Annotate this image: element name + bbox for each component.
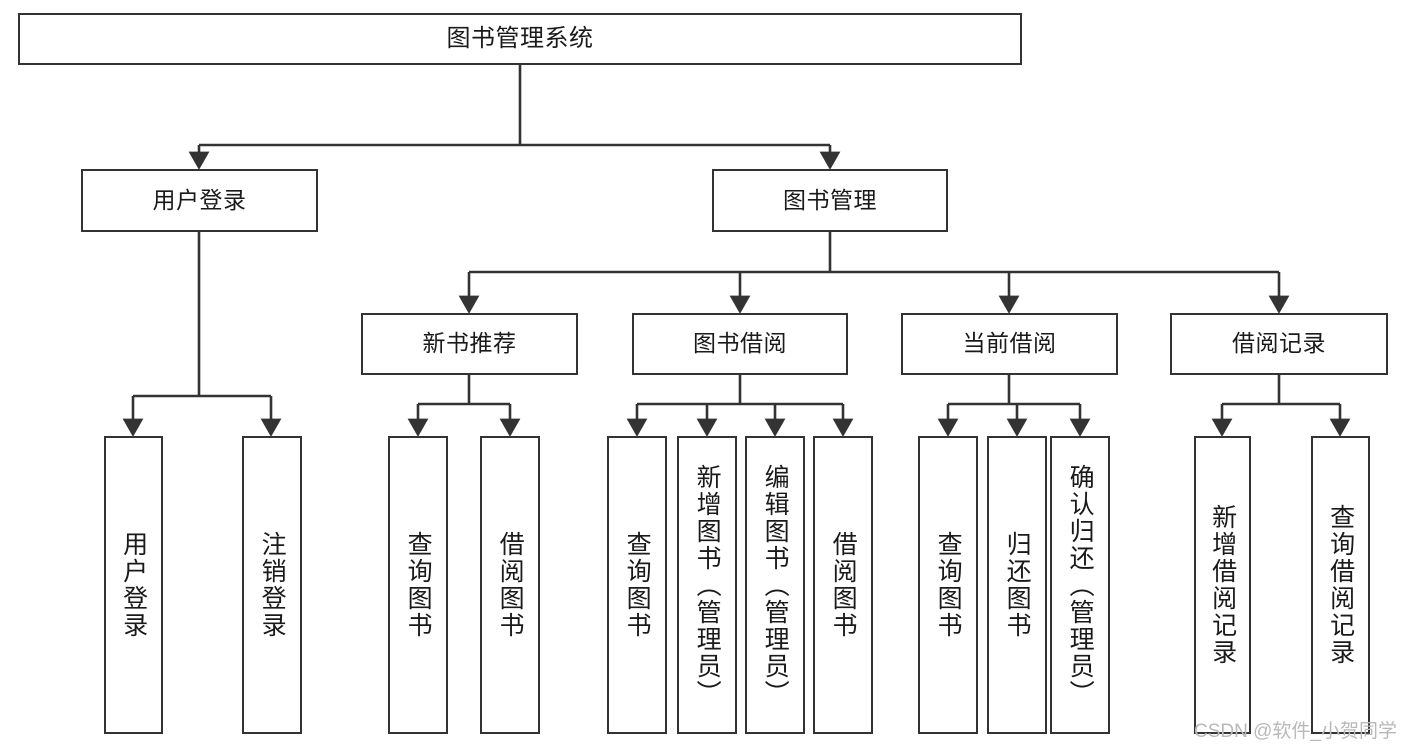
leaf-current-confirm-return-admin[interactable]: 确认归还（管理员）: [1050, 436, 1110, 734]
node-root-book-management-system[interactable]: 图书管理系统: [18, 13, 1022, 65]
node-user-login[interactable]: 用户登录: [81, 169, 318, 232]
node-label: 查询借阅记录: [1326, 504, 1355, 666]
node-label: 查询图书: [934, 531, 963, 639]
leaf-record-query-record[interactable]: 查询借阅记录: [1311, 436, 1370, 734]
node-label: 查询图书: [623, 531, 652, 639]
node-borrow-record[interactable]: 借阅记录: [1170, 313, 1388, 375]
leaf-new-book-borrow-book[interactable]: 借阅图书: [480, 436, 540, 734]
node-label: 借阅记录: [1232, 330, 1326, 357]
node-label: 编辑图书（管理员）: [761, 463, 790, 707]
leaf-user-login-logout[interactable]: 注销登录: [242, 436, 302, 734]
node-label: 新增借阅记录: [1208, 504, 1237, 666]
node-new-book-recommend[interactable]: 新书推荐: [361, 313, 578, 375]
node-label: 注销登录: [258, 531, 287, 639]
node-label: 归还图书: [1003, 531, 1032, 639]
leaf-current-return-book[interactable]: 归还图书: [987, 436, 1047, 734]
leaf-record-add-record[interactable]: 新增借阅记录: [1194, 436, 1251, 734]
leaf-new-book-query-book[interactable]: 查询图书: [388, 436, 448, 734]
leaf-user-login-login[interactable]: 用户登录: [104, 436, 163, 734]
node-label: 新增图书（管理员）: [693, 463, 722, 707]
node-label: 借阅图书: [496, 531, 525, 639]
leaf-borrow-edit-book-admin[interactable]: 编辑图书（管理员）: [745, 436, 805, 734]
node-label: 图书管理系统: [446, 24, 594, 52]
node-label: 图书借阅: [693, 330, 787, 357]
node-label: 确认归还（管理员）: [1066, 463, 1095, 707]
node-label: 新书推荐: [422, 330, 517, 357]
leaf-current-query-book[interactable]: 查询图书: [918, 436, 978, 734]
node-current-borrow[interactable]: 当前借阅: [901, 313, 1118, 375]
node-label: 用户登录: [119, 531, 148, 639]
node-book-borrow[interactable]: 图书借阅: [632, 313, 848, 375]
node-book-management[interactable]: 图书管理: [712, 169, 948, 232]
node-label: 图书管理: [783, 186, 877, 213]
leaf-borrow-add-book-admin[interactable]: 新增图书（管理员）: [677, 436, 737, 734]
node-label: 借阅图书: [829, 531, 858, 639]
node-label: 查询图书: [404, 531, 433, 639]
leaf-borrow-query-book[interactable]: 查询图书: [607, 436, 667, 734]
node-label: 当前借阅: [962, 330, 1057, 357]
node-label: 用户登录: [152, 186, 247, 213]
leaf-borrow-borrow-book[interactable]: 借阅图书: [813, 436, 873, 734]
